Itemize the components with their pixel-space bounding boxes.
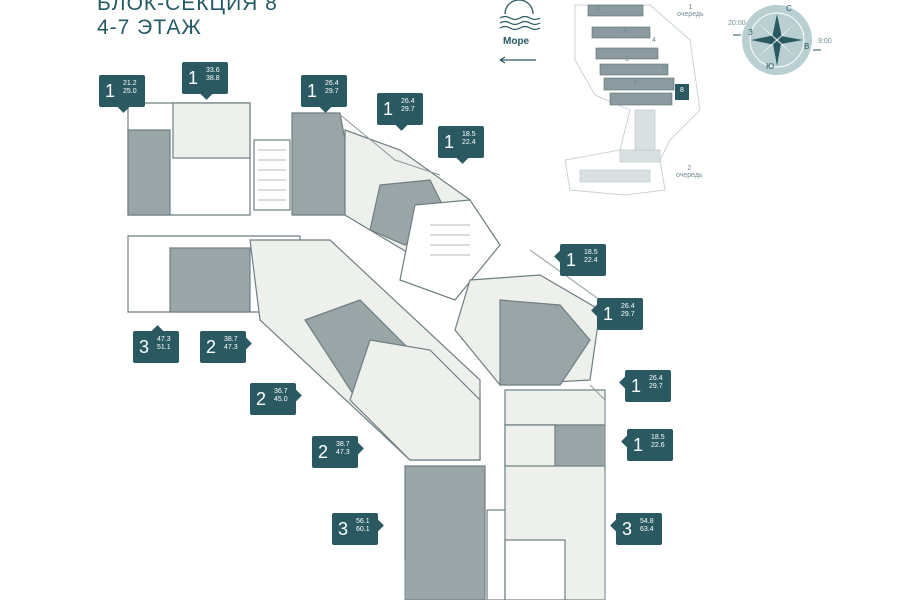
mini-map-section: 5 (625, 56, 629, 63)
living-area: 26.4 (649, 375, 663, 382)
sea-icon (499, 0, 541, 64)
apartment-tag[interactable]: 3 54.8 63.4 (616, 513, 662, 545)
living-area: 56.1 (356, 518, 370, 525)
apartment-tag[interactable]: 2 38.7 47.3 (200, 331, 246, 363)
room-count: 3 (621, 518, 632, 539)
apartment-tag[interactable]: 1 26.4 29.7 (377, 93, 423, 125)
living-area: 26.4 (401, 98, 415, 105)
sunset-time: 20:00 (728, 20, 746, 27)
mini-map-section-current: 8 (680, 87, 684, 94)
total-area: 47.3 (336, 449, 350, 456)
total-area: 29.7 (325, 88, 339, 95)
living-area: 33.6 (206, 67, 220, 74)
site-mini-map (564, 4, 701, 196)
mini-map-section: 7 (633, 80, 637, 87)
apartment-tag[interactable]: 3 47.3 51.1 (133, 331, 179, 363)
sunrise-time: 9:00 (818, 38, 832, 45)
room-count: 2 (317, 441, 328, 462)
room-count: 2 (205, 336, 216, 357)
apartment-tag[interactable]: 1 18.5 22.6 (627, 429, 673, 461)
living-area: 21.2 (123, 80, 137, 87)
queue-2-label: 2 очередь (676, 165, 703, 179)
compass (733, 5, 821, 75)
room-count: 2 (255, 388, 266, 409)
total-area: 47.3 (224, 344, 238, 351)
apartment-tag[interactable]: 2 38.7 47.3 (312, 436, 358, 468)
room-count: 3 (138, 336, 149, 357)
living-area: 54.8 (640, 518, 654, 525)
mini-map-section: 4 (652, 37, 656, 44)
compass-east: В (804, 42, 810, 51)
room-count: 1 (104, 80, 115, 101)
mini-map-section: 3 (622, 28, 626, 35)
total-area: 22.4 (584, 257, 598, 264)
living-area: 38.7 (224, 336, 238, 343)
queue-1-label: 1 очередь (677, 4, 704, 18)
total-area: 22.6 (651, 442, 665, 449)
living-area: 18.5 (651, 434, 665, 441)
apartment-tag[interactable]: 1 33.6 38.8 (182, 62, 228, 94)
room-count: 1 (630, 375, 641, 396)
mini-map-section: 6 (663, 64, 667, 71)
total-area: 60.1 (356, 526, 370, 533)
room-count: 1 (306, 80, 317, 101)
living-area: 18.5 (462, 131, 476, 138)
compass-west: З (748, 28, 753, 37)
apartment-tag[interactable]: 1 26.4 29.7 (625, 370, 671, 402)
total-area: 29.7 (621, 311, 635, 318)
room-count: 1 (443, 131, 454, 152)
apartment-tag[interactable]: 1 26.4 29.7 (301, 75, 347, 107)
total-area: 45.0 (274, 396, 288, 403)
room-count: 1 (632, 434, 643, 455)
section-title: БЛОК-СЕКЦИЯ 8 (97, 0, 278, 15)
living-area: 36.7 (274, 388, 288, 395)
total-area: 63.4 (640, 526, 654, 533)
total-area: 25.0 (123, 88, 137, 95)
apartment-tag[interactable]: 2 36.7 45.0 (250, 383, 296, 415)
apartment-tag[interactable]: 3 56.1 60.1 (332, 513, 378, 545)
total-area: 51.1 (157, 344, 171, 351)
apartment-tag[interactable]: 1 26.4 29.7 (597, 298, 643, 330)
sea-label: Море (503, 36, 530, 47)
apartment-tag[interactable]: 1 18.5 22.4 (438, 126, 484, 158)
room-count: 1 (602, 303, 613, 324)
living-area: 38.7 (336, 441, 350, 448)
apartment-tag[interactable]: 1 18.5 22.4 (560, 244, 606, 276)
living-area: 26.4 (621, 303, 635, 310)
living-area: 18.5 (584, 249, 598, 256)
compass-north: С (786, 4, 792, 13)
total-area: 29.7 (401, 106, 415, 113)
living-area: 26.4 (325, 80, 339, 87)
room-count: 3 (337, 518, 348, 539)
room-count: 1 (187, 67, 198, 88)
total-area: 29.7 (649, 383, 663, 390)
total-area: 38.8 (206, 75, 220, 82)
floor-range: 4-7 ЭТАЖ (97, 16, 202, 39)
compass-south: Ю (766, 62, 775, 71)
mini-map-section: 1 (597, 5, 601, 12)
room-count: 1 (565, 249, 576, 270)
apartment-tag[interactable]: 1 21.2 25.0 (99, 75, 145, 107)
room-count: 1 (382, 98, 393, 119)
living-area: 47.3 (157, 336, 171, 343)
total-area: 22.4 (462, 139, 476, 146)
